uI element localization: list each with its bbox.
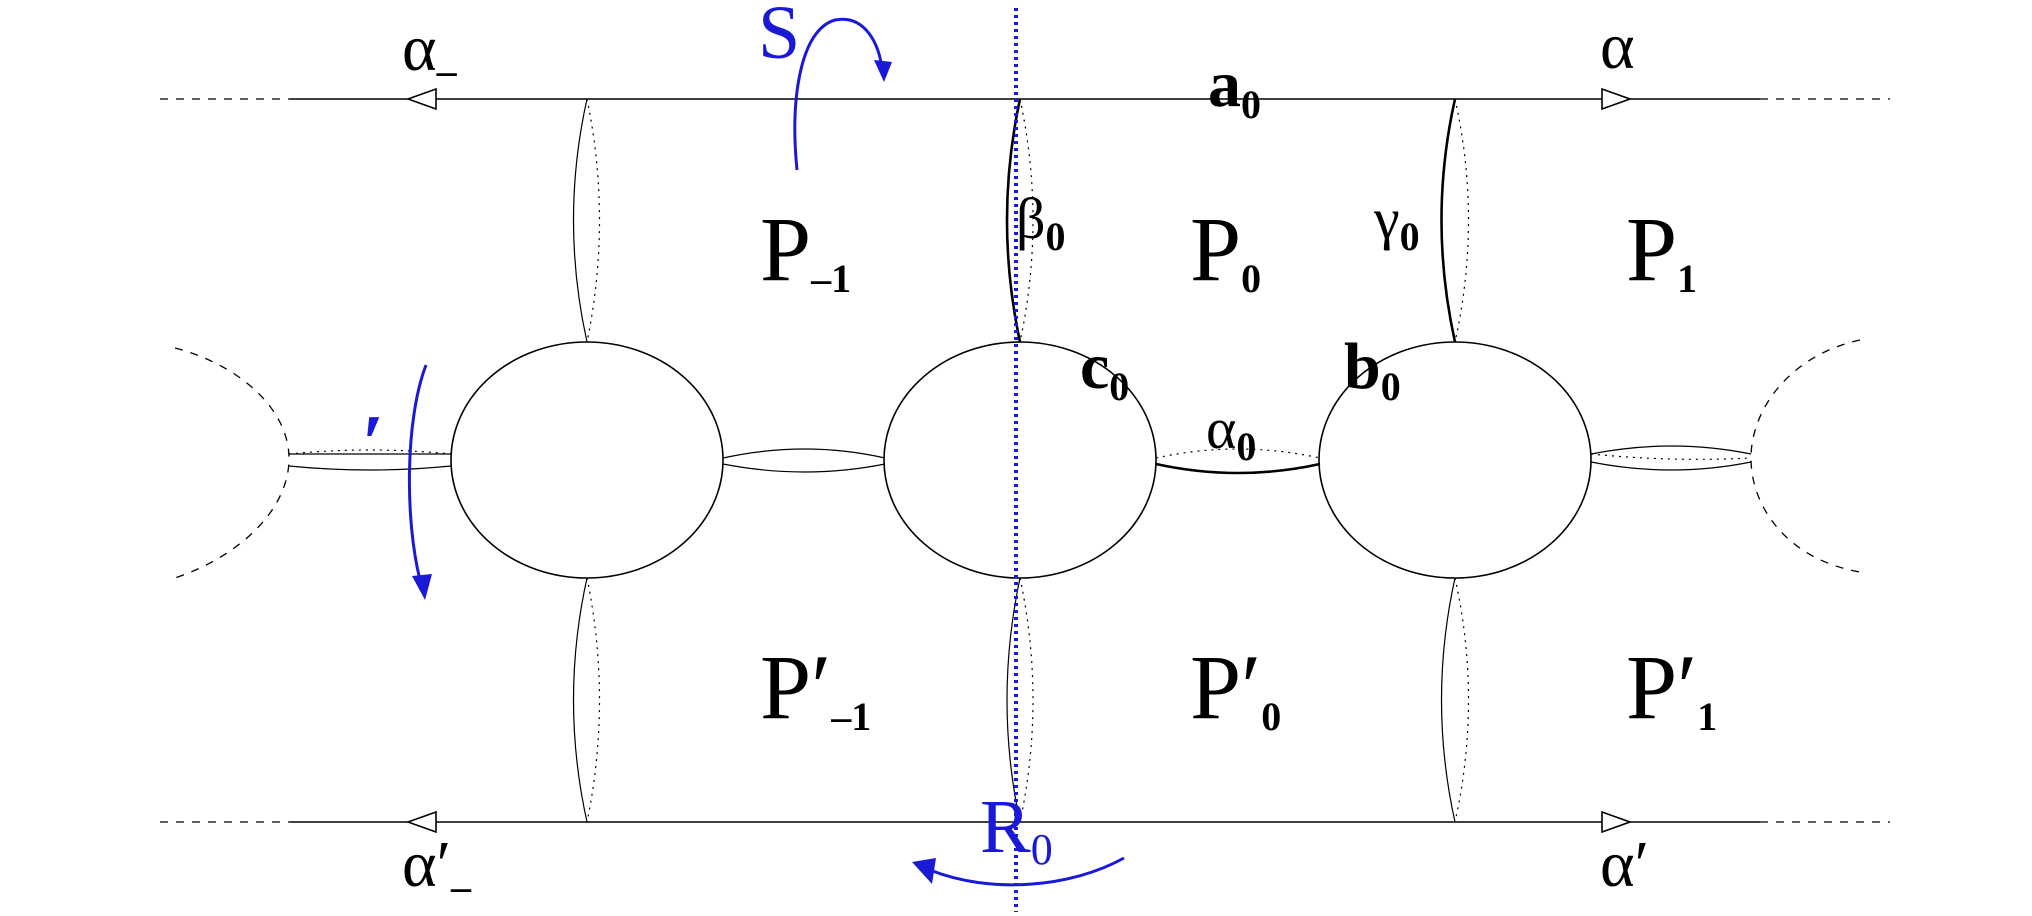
svg-text:P′1: P′1: [1626, 636, 1717, 739]
svg-text:β0: β0: [1016, 186, 1066, 259]
tube-bottom-center: [1006, 577, 1034, 823]
svg-text:P′0: P′0: [1190, 636, 1281, 739]
tube-top-left: [572, 98, 601, 343]
tube-gamma0: [1440, 98, 1470, 343]
label-alpha-prime: α′: [1600, 828, 1649, 901]
svg-text:c0: c0: [1080, 330, 1129, 409]
arrow-left-bottom: [405, 810, 437, 834]
label-pp-minus1: P′–1: [760, 636, 871, 739]
label-r0: R0: [980, 785, 1053, 874]
label-p-minus1: P–1: [760, 198, 851, 301]
neck-alpha0: [1155, 448, 1321, 475]
svg-text:P0: P0: [1190, 198, 1261, 301]
neck-far-left: [288, 449, 452, 471]
arrow-right-bottom: [1601, 810, 1633, 834]
svg-text:a0: a0: [1208, 48, 1261, 127]
label-gamma0: γ0: [1373, 186, 1420, 259]
label-alpha: α: [1600, 10, 1635, 83]
svg-text:P′–1: P′–1: [760, 636, 871, 739]
sphere-left: [450, 341, 724, 579]
label-b0: b0: [1344, 330, 1401, 409]
svg-text:R0: R0: [980, 785, 1053, 874]
prime-rotation-arrow: [407, 364, 432, 600]
label-beta0: β0: [1016, 186, 1066, 259]
label-prime-mark: ′: [362, 400, 385, 488]
svg-text:γ0: γ0: [1373, 186, 1420, 259]
svg-text:α0: α0: [1206, 396, 1256, 469]
svg-text:b0: b0: [1344, 330, 1401, 409]
neck-left: [722, 448, 886, 473]
label-c0: c0: [1080, 330, 1129, 409]
svg-text:S: S: [758, 0, 800, 75]
tube-bottom-left: [572, 577, 601, 823]
sphere-partial-left: [174, 347, 290, 579]
svg-text:α: α: [1600, 10, 1635, 83]
label-p1: P1: [1626, 198, 1697, 301]
label-s: S: [758, 0, 800, 75]
label-p0: P0: [1190, 198, 1261, 301]
tube-bottom-right: [1440, 577, 1470, 823]
neck-right: [1590, 445, 1752, 471]
arrow-right-top: [1601, 87, 1633, 111]
svg-text:α′–: α′–: [402, 828, 472, 909]
r0-rotation-arrow: [912, 856, 1125, 887]
label-alpha-minus: α–: [402, 12, 458, 93]
sphere-partial-right: [1750, 339, 1861, 573]
label-alpha0: α0: [1206, 396, 1256, 469]
s-rotation-arrow: [793, 17, 892, 171]
svg-text:P–1: P–1: [760, 198, 851, 301]
label-pp1: P′1: [1626, 636, 1717, 739]
label-alpha-prime-minus: α′–: [402, 828, 472, 909]
svg-text:α–: α–: [402, 12, 458, 93]
label-a0: a0: [1208, 48, 1261, 127]
svg-text:α′: α′: [1600, 828, 1649, 901]
arrow-left-top: [405, 87, 437, 111]
svg-text:′: ′: [362, 400, 385, 488]
svg-text:P1: P1: [1626, 198, 1697, 301]
label-pp0: P′0: [1190, 636, 1281, 739]
